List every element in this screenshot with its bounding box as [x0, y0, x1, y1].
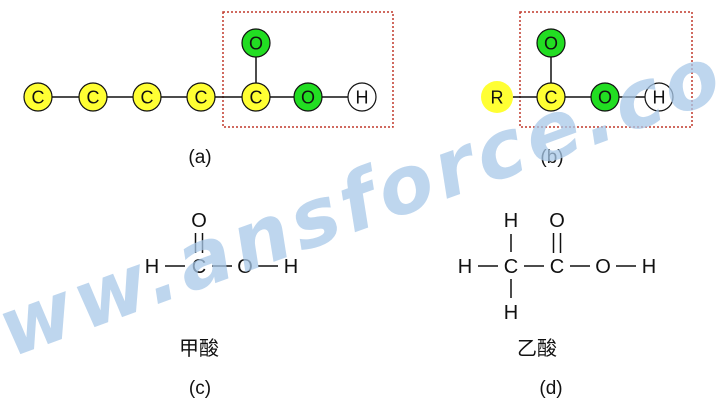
panel-d: H C H H C O O H 乙酸 (d): [458, 210, 656, 399]
panel-b: R C O O H (b): [481, 11, 693, 168]
atom-b-r: R: [481, 81, 513, 113]
atom-label: C: [250, 88, 263, 108]
panel-a: C C C C C O O H (a): [23, 11, 394, 168]
atom-d-o-right: O: [595, 256, 611, 278]
name-formic-acid: 甲酸: [179, 336, 219, 360]
panel-c: H C O O H 甲酸 (c): [145, 210, 298, 399]
atom-a-c2: C: [78, 82, 108, 112]
atom-a-c5: C: [241, 82, 271, 112]
carboxyl-group-box-b: [519, 11, 693, 128]
atom-a-h: H: [347, 82, 377, 112]
caption-b: (b): [540, 147, 563, 168]
atom-a-o-right: O: [293, 82, 323, 112]
atom-c-o-top: O: [191, 210, 207, 232]
atom-d-h-right: H: [642, 256, 656, 278]
atom-label: C: [141, 88, 154, 108]
atom-label: O: [544, 34, 558, 54]
atom-label: C: [87, 88, 100, 108]
atom-label: H: [356, 88, 369, 108]
atom-b-c: C: [536, 82, 566, 112]
atom-d-h-top: H: [504, 210, 518, 232]
caption-c: (c): [189, 378, 211, 399]
bonds-c: [165, 233, 278, 267]
atom-b-o-top: O: [536, 28, 566, 58]
atom-c-h-left: H: [145, 256, 159, 278]
name-acetic-acid: 乙酸: [517, 336, 557, 360]
atom-d-o-top: O: [549, 210, 565, 232]
atom-label: R: [491, 88, 504, 108]
atom-label: H: [653, 88, 666, 108]
atom-a-c1: C: [23, 82, 53, 112]
atom-label: O: [598, 88, 612, 108]
atom-d-h-left: H: [458, 256, 472, 278]
atom-b-h: H: [644, 82, 674, 112]
carboxyl-group-box-a: [222, 11, 394, 128]
atom-label: O: [249, 34, 263, 54]
atom-d-c2: C: [550, 256, 564, 278]
atom-d-h-bottom: H: [504, 302, 518, 324]
atom-b-o-right: O: [590, 82, 620, 112]
bonds-d: [478, 233, 636, 298]
atom-a-o-top: O: [241, 28, 271, 58]
atom-c-c: C: [192, 256, 206, 278]
atom-label: C: [545, 88, 558, 108]
atom-c-h-right: H: [284, 256, 298, 278]
atom-c-o-right: O: [237, 256, 253, 278]
caption-d: (d): [539, 378, 562, 399]
atom-d-c1: C: [504, 256, 518, 278]
atom-label: C: [32, 88, 45, 108]
caption-a: (a): [188, 147, 211, 168]
atom-label: O: [301, 88, 315, 108]
atom-a-c4: C: [186, 82, 216, 112]
atom-label: C: [195, 88, 208, 108]
atom-a-c3: C: [132, 82, 162, 112]
